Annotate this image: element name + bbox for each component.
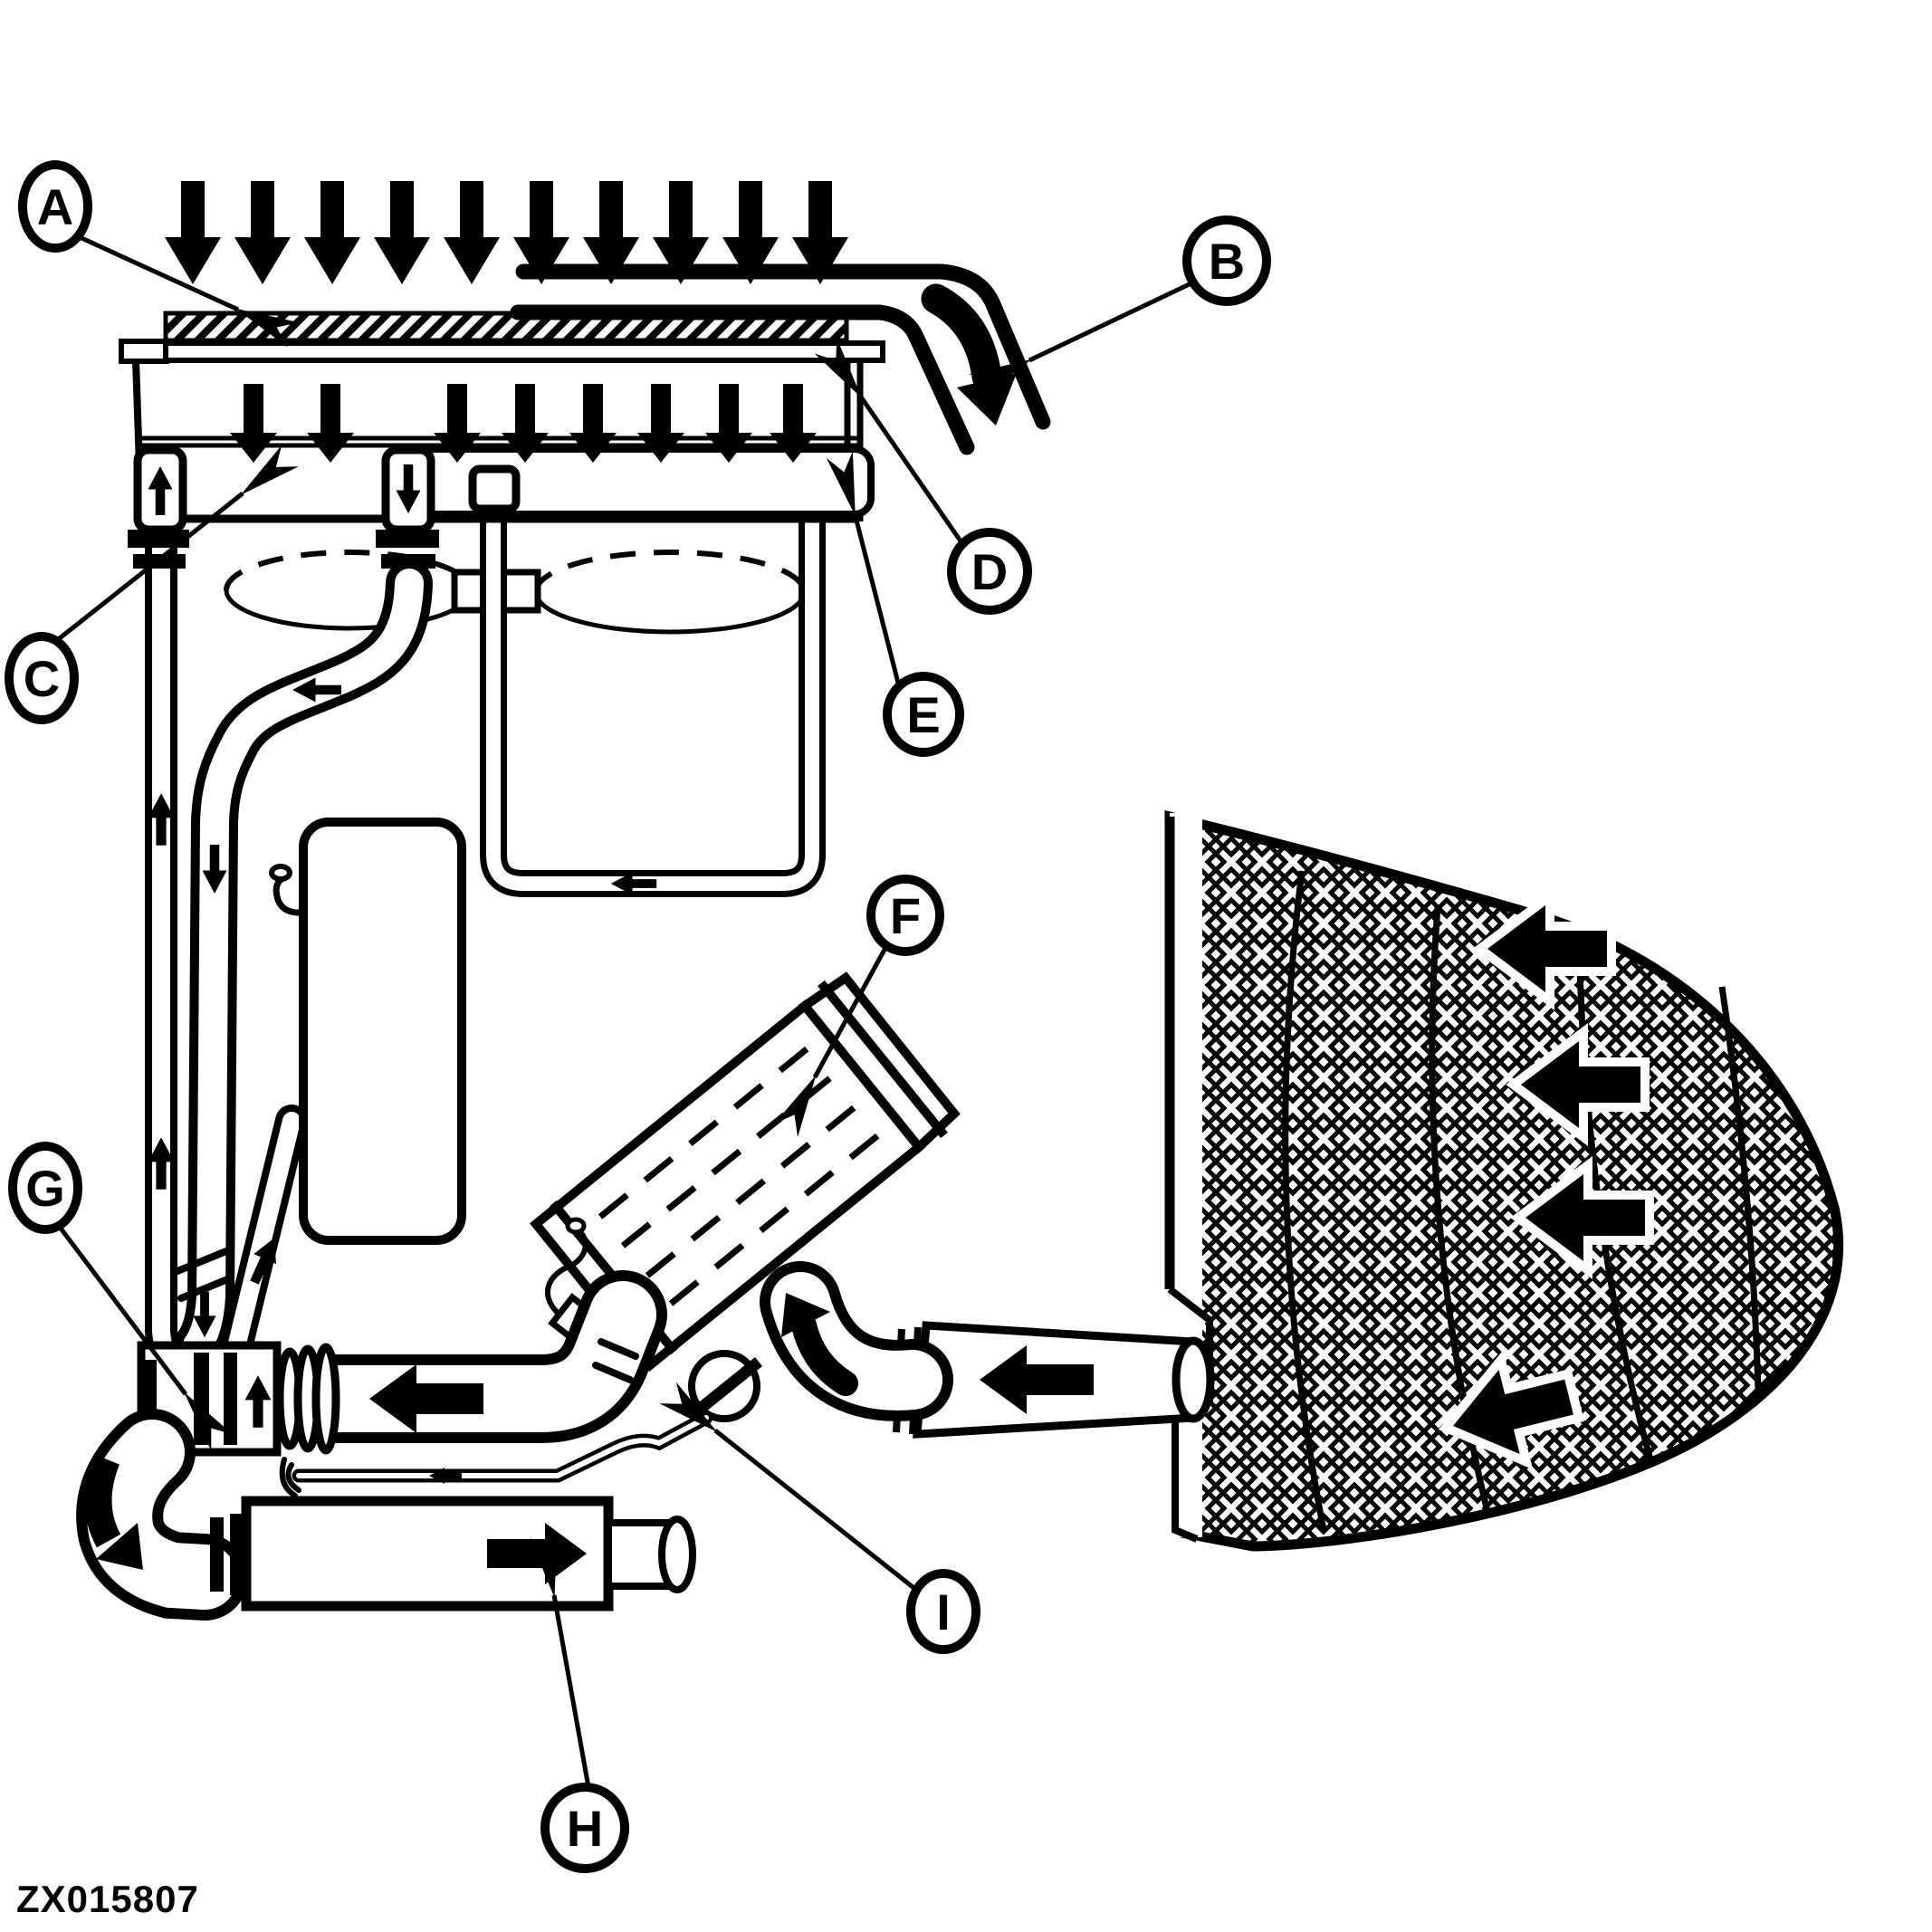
leader-D (814, 338, 966, 547)
bleed-line-curl (279, 1457, 301, 1498)
callout-C: C (5, 632, 79, 724)
callout-B: B (1182, 215, 1271, 306)
callout-leaders (54, 234, 1199, 1788)
callout-A-label: A (37, 178, 73, 235)
callout-H: H (540, 1783, 629, 1873)
inlet-flow-arrowhead (781, 1293, 830, 1337)
elbow-clamp-ticks (592, 1338, 639, 1383)
callout-E: E (883, 672, 964, 757)
outlet-clamp-2 (381, 554, 435, 569)
transfer-hose-end (1172, 1336, 1215, 1423)
pipe-union-clamp-ticks (174, 1248, 234, 1302)
leader-F (773, 946, 888, 1138)
band-left-step (119, 339, 169, 364)
leader-I (659, 1382, 918, 1592)
elbow-flow-arrow-body (84, 1454, 121, 1548)
outlet-clamp-1 (376, 530, 439, 548)
fan-right-bottom-arc (533, 591, 807, 635)
callout-I-label: I (936, 1583, 951, 1640)
leader-C (54, 445, 299, 643)
top-band (163, 340, 885, 363)
tank-return-pipe-core (225, 1112, 301, 1367)
elbow-flow-arrowhead (96, 1523, 143, 1570)
overflow-fitting (468, 464, 521, 513)
leader-B (969, 278, 1199, 399)
inlet-flow-arrow-body (791, 1313, 858, 1396)
ejector-wire-cap (565, 1217, 587, 1235)
inlet-clamp-1 (128, 530, 189, 548)
callout-E-label: E (906, 686, 940, 743)
callout-I: I (906, 1569, 980, 1654)
end-cap-band (818, 980, 948, 1139)
intake-transfer-hose (893, 1321, 1215, 1439)
aspirator-valve (688, 1350, 763, 1422)
figure-code: ZX015807 (16, 1878, 199, 1920)
dome-mesh-surface (1164, 810, 1844, 1552)
dome-rib-4 (1718, 986, 1762, 1393)
callout-F-label: F (890, 887, 921, 944)
intake-screen-dome (1164, 810, 1844, 1552)
leader-A (78, 234, 300, 348)
ejector-wire (545, 1231, 588, 1317)
hose-bell-3 (311, 1343, 340, 1455)
fan-right-top-arc (533, 550, 807, 593)
leader-H (530, 1533, 591, 1788)
callout-G-label: G (25, 1160, 65, 1217)
callout-A: A (18, 160, 92, 253)
muffler-outlet-end (658, 1516, 696, 1593)
deflector-outer (515, 263, 1051, 430)
leader-E (826, 451, 902, 687)
down-elbow-core (87, 1420, 237, 1610)
callout-G: G (8, 1142, 82, 1234)
dust-bleed-line (279, 1411, 713, 1498)
tank-overflow-nipple (269, 864, 292, 882)
surge-tank-body (299, 818, 466, 1245)
deflector-inner (510, 304, 975, 455)
fan-left-top-arc (224, 550, 473, 591)
main-hose-core (303, 1281, 656, 1432)
outlet-plumbing (292, 1270, 667, 1443)
radiator-return-hose-core (183, 569, 424, 1360)
bleed-line-core (296, 1415, 709, 1478)
callout-H-label: H (567, 1800, 603, 1857)
junction-clamp-3 (224, 1353, 237, 1445)
surge-tank (269, 818, 466, 1245)
callout-D: D (947, 528, 1032, 615)
callout-B-label: B (1209, 233, 1245, 290)
dome-rib-1 (1282, 870, 1327, 1531)
leader-G (57, 1224, 234, 1451)
muffler-clamp-2 (230, 1514, 244, 1595)
junction-clamp-2 (194, 1353, 209, 1445)
callout-bubbles: A B C D E F G H (5, 160, 1271, 1873)
callout-F: F (866, 875, 944, 956)
callout-D-label: D (971, 543, 1008, 600)
muffler-clamp-1 (210, 1517, 224, 1592)
callout-C-label: C (24, 650, 60, 707)
